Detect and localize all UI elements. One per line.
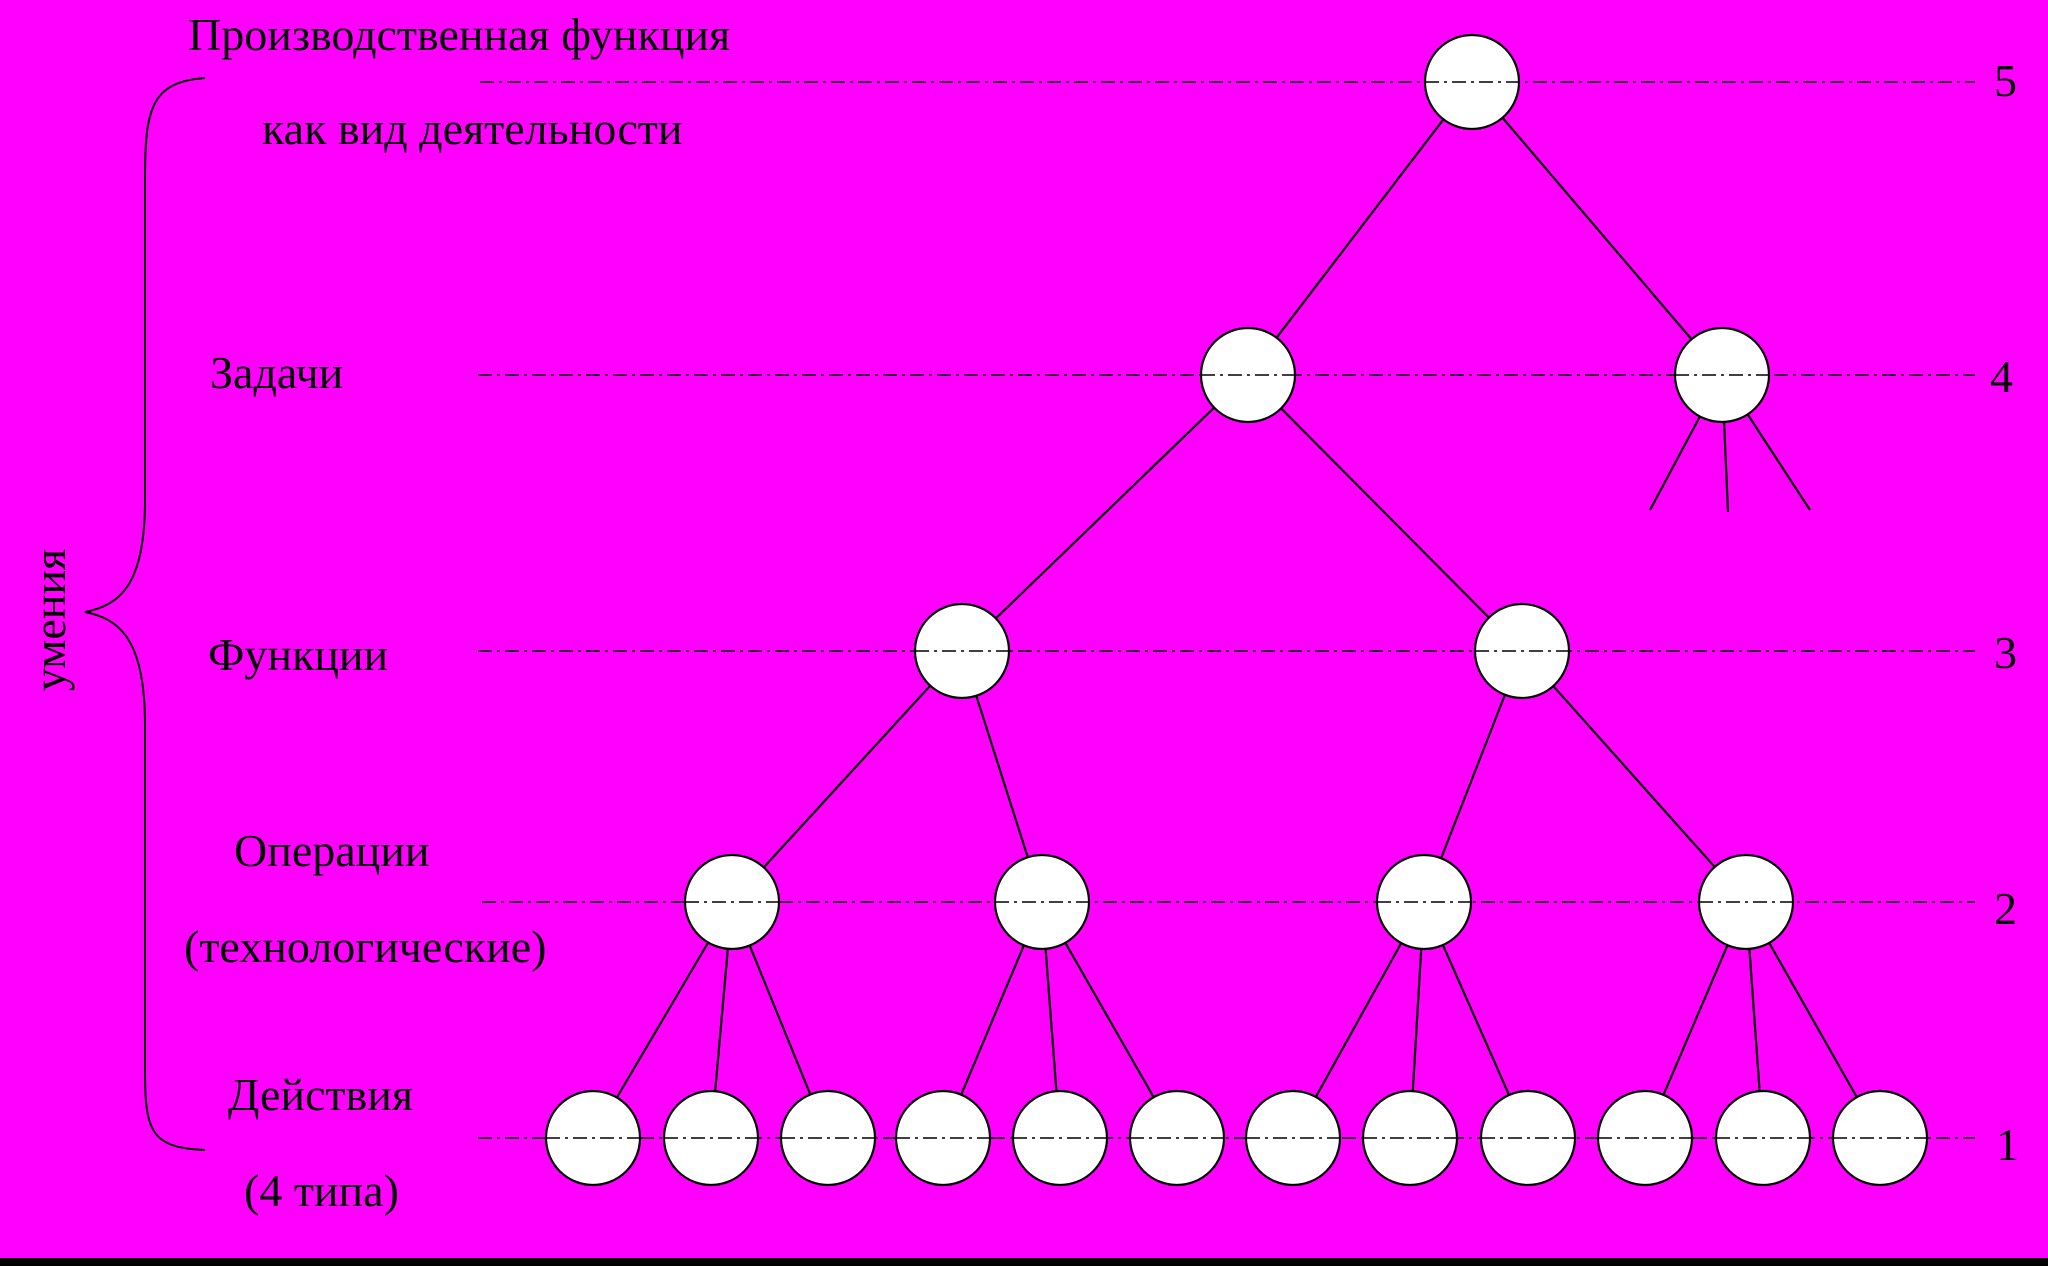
edge-L3-0-L2-1	[975, 695, 1029, 858]
edge-L2-2-L1-6	[1314, 942, 1403, 1098]
edge-L2-2-L1-7	[1411, 948, 1423, 1092]
side-brace	[84, 77, 206, 1151]
edge-L2-0-L1-2	[748, 945, 812, 1095]
level-1-label-line-2: (4 типа)	[244, 1165, 399, 1216]
edge-L2-3-L1-11	[1768, 942, 1858, 1098]
edge-L2-3-L1-9	[1662, 944, 1729, 1096]
edge-L5-0-L4-0	[1275, 118, 1445, 339]
open-branch-L4-1-2	[1746, 413, 1811, 511]
bottom-border	[0, 1258, 2048, 1266]
edge-L2-1-L1-4	[1044, 948, 1058, 1092]
level-3-label: Функции	[208, 629, 389, 680]
edge-L2-2-L1-8	[1441, 944, 1511, 1096]
level-number-3: 3	[1994, 627, 2017, 678]
level-number-5: 5	[1994, 55, 2017, 106]
level-2-label-line-1: Операции	[234, 825, 430, 876]
edge-L3-1-L2-3	[1552, 685, 1716, 868]
edge-L2-0-L1-1	[714, 948, 729, 1092]
edge-L3-1-L2-2	[1440, 694, 1506, 859]
level-number-2: 2	[1994, 883, 2017, 934]
edge-L2-1-L1-3	[960, 944, 1025, 1096]
level-5-label-line-2: как вид деятельности	[262, 103, 683, 154]
edge-L2-3-L1-10	[1748, 948, 1761, 1092]
open-branch-L4-1-1	[1722, 421, 1730, 513]
side-label-container: умения	[20, 520, 80, 720]
edge-L5-0-L4-1	[1501, 117, 1693, 340]
level-number-4: 4	[1990, 351, 2013, 402]
edge-L2-0-L1-0	[615, 941, 710, 1099]
edge-L4-0-L3-1	[1280, 407, 1490, 619]
level-1-label-line-1: Действия	[228, 1069, 413, 1120]
side-label: умения	[24, 548, 75, 692]
level-number-1: 1	[1996, 1119, 2019, 1170]
open-branch-L4-1-0	[1649, 415, 1701, 511]
level-5-label-line-1: Производственная функция	[188, 9, 731, 60]
edge-L4-0-L3-0	[995, 406, 1215, 620]
edge-L3-0-L2-0	[762, 684, 932, 869]
edge-L2-1-L1-5	[1064, 942, 1155, 1098]
level-2-label-line-2: (технологические)	[184, 921, 547, 972]
level-4-label: Задачи	[210, 347, 344, 398]
